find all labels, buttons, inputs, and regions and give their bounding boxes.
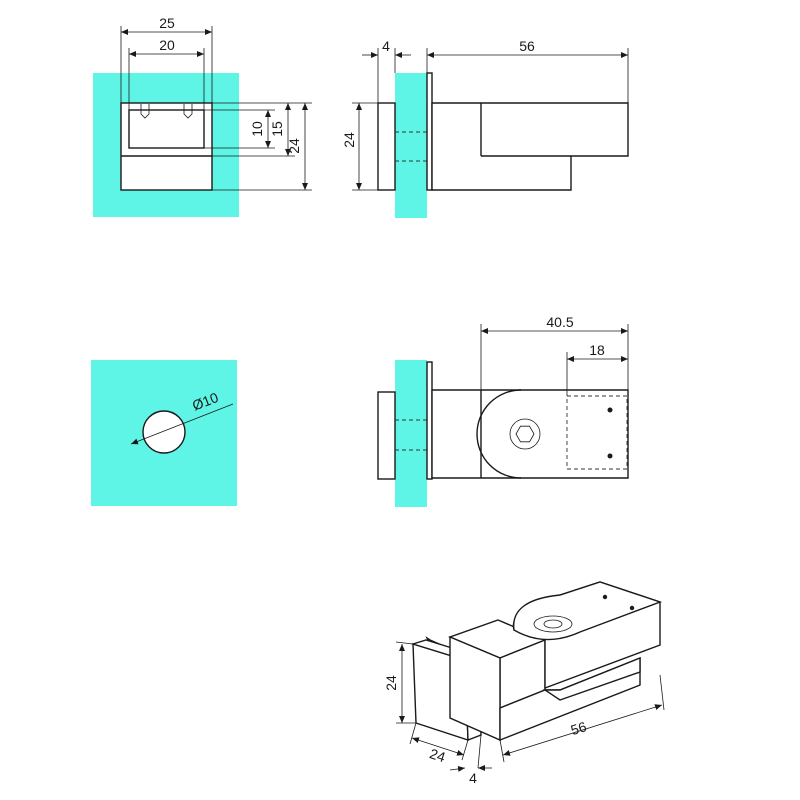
isometric-view: 24 24 4 56: [383, 581, 665, 786]
glass-panel-side: [395, 73, 427, 218]
dim-20-label: 20: [159, 37, 175, 53]
side-view: 4 56 24: [341, 38, 629, 218]
dim-4-side-label: 4: [382, 38, 390, 54]
dim-24-iso-width-label: 24: [428, 745, 448, 765]
dim-24-iso-height-label: 24: [383, 675, 399, 691]
dim-40-5-label: 40.5: [546, 314, 573, 330]
dim-25-label: 25: [159, 15, 175, 31]
front-view: 25 20 10 15 24: [93, 15, 312, 217]
top-view: 40.5 18: [377, 314, 629, 507]
dim-24-front-label: 24: [286, 138, 302, 154]
hole-view: Ø10: [91, 360, 237, 506]
dim-10-label: 10: [249, 121, 265, 137]
dim-56-iso-label: 56: [569, 718, 589, 738]
dim-15-label: 15: [269, 121, 285, 137]
dim-18-label: 18: [589, 342, 605, 358]
dim-4-iso-label: 4: [469, 770, 477, 786]
dim-24-side-label: 24: [341, 132, 357, 148]
glass-panel-top: [395, 360, 427, 507]
dim-56-side-label: 56: [519, 38, 535, 54]
